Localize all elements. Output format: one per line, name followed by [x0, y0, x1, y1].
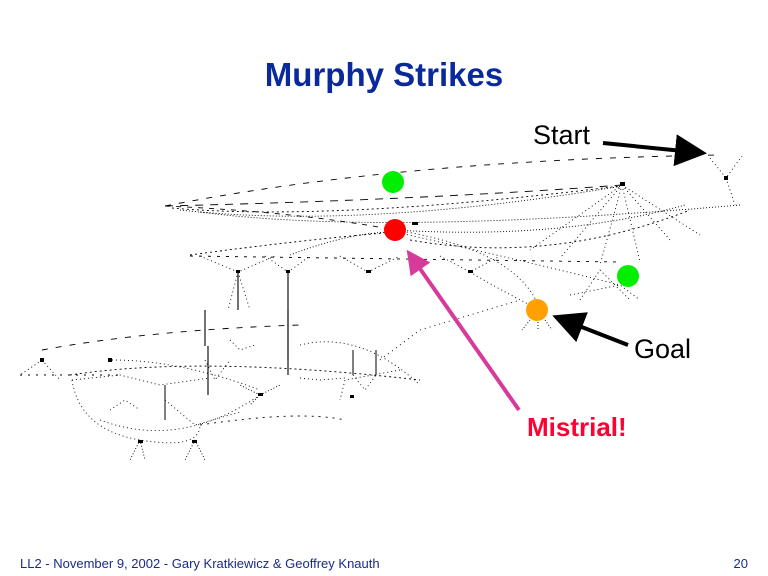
graph-node — [40, 358, 44, 362]
red-node-mistrial — [384, 219, 406, 241]
graph-edge — [227, 271, 251, 311]
graph-edge — [179, 185, 623, 217]
graph-edge — [99, 394, 261, 432]
graph-edge — [71, 379, 201, 444]
graph-edge — [439, 255, 501, 273]
mistrial-arrow — [406, 249, 521, 412]
graph-edge — [199, 204, 741, 223]
graph-node — [192, 440, 197, 443]
graph-edge — [239, 384, 281, 406]
graph-edge — [229, 339, 256, 351]
graph-node — [412, 222, 418, 225]
graph-edge — [41, 324, 301, 351]
start-arrow — [602, 134, 707, 167]
graph-edge — [19, 359, 61, 381]
graph-edge — [725, 177, 736, 206]
graph-node — [366, 270, 371, 273]
graph-edge — [299, 341, 421, 386]
graph-node — [468, 270, 473, 273]
graph-edge — [709, 155, 743, 179]
green-node-right — [617, 265, 639, 287]
graph-edge — [109, 399, 141, 411]
page-number: 20 — [733, 556, 748, 571]
graph-edge — [579, 269, 631, 301]
graph-edge — [621, 184, 641, 263]
graph-edge — [621, 184, 701, 236]
graph-node — [286, 270, 290, 273]
graph-edge — [352, 374, 377, 391]
graph-edge — [237, 272, 289, 360]
graph-edge — [189, 255, 621, 263]
graph-edge — [289, 231, 396, 256]
graph-node — [620, 182, 625, 186]
slide-title: Murphy Strikes — [264, 56, 504, 93]
graph-node — [236, 270, 240, 273]
graph-edge — [164, 184, 623, 207]
graph-edge — [164, 205, 396, 231]
footer-text: LL2 - November 9, 2002 - Gary Kratkiewic… — [20, 556, 380, 571]
graph-edge — [164, 154, 721, 207]
graph-edge — [171, 185, 621, 213]
graph-node — [350, 395, 354, 398]
graph-edge — [204, 359, 231, 381]
graph-edge — [204, 310, 209, 395]
graph-edge — [521, 319, 553, 331]
goal-arrow — [552, 312, 629, 347]
graph-edge — [199, 255, 276, 273]
graph-edge — [599, 184, 623, 266]
orange-node-goal — [526, 299, 548, 321]
graph-edge — [409, 209, 691, 249]
graph-edge — [621, 184, 671, 241]
green-node-upper — [382, 171, 404, 193]
start-label: Start — [533, 120, 591, 150]
graph-node-clusters — [40, 176, 728, 443]
annotation-arrows — [406, 134, 707, 412]
graph-node — [258, 393, 263, 396]
graph-node — [138, 440, 143, 443]
graph-edge — [379, 299, 521, 361]
goal-label: Goal — [634, 334, 692, 364]
graph-edge — [299, 377, 346, 381]
graph-node — [108, 358, 112, 362]
highlight-nodes — [382, 171, 639, 321]
graph-edge — [71, 374, 211, 386]
graph-edges — [19, 154, 743, 461]
graph-edge — [529, 184, 623, 251]
graph-edge — [189, 231, 396, 256]
graph-edge — [264, 255, 311, 273]
graph-edge — [569, 284, 641, 301]
graph-edge — [69, 365, 421, 381]
graph-edge — [559, 184, 623, 259]
graph-edge — [394, 231, 621, 286]
graph-edge — [394, 229, 541, 311]
graph-edge — [394, 204, 686, 233]
graph-edge — [199, 415, 346, 426]
mistrial-label: Mistrial! — [527, 412, 627, 442]
graph-node — [724, 176, 728, 180]
graph-edge — [111, 359, 261, 391]
graph-edge — [352, 350, 377, 375]
